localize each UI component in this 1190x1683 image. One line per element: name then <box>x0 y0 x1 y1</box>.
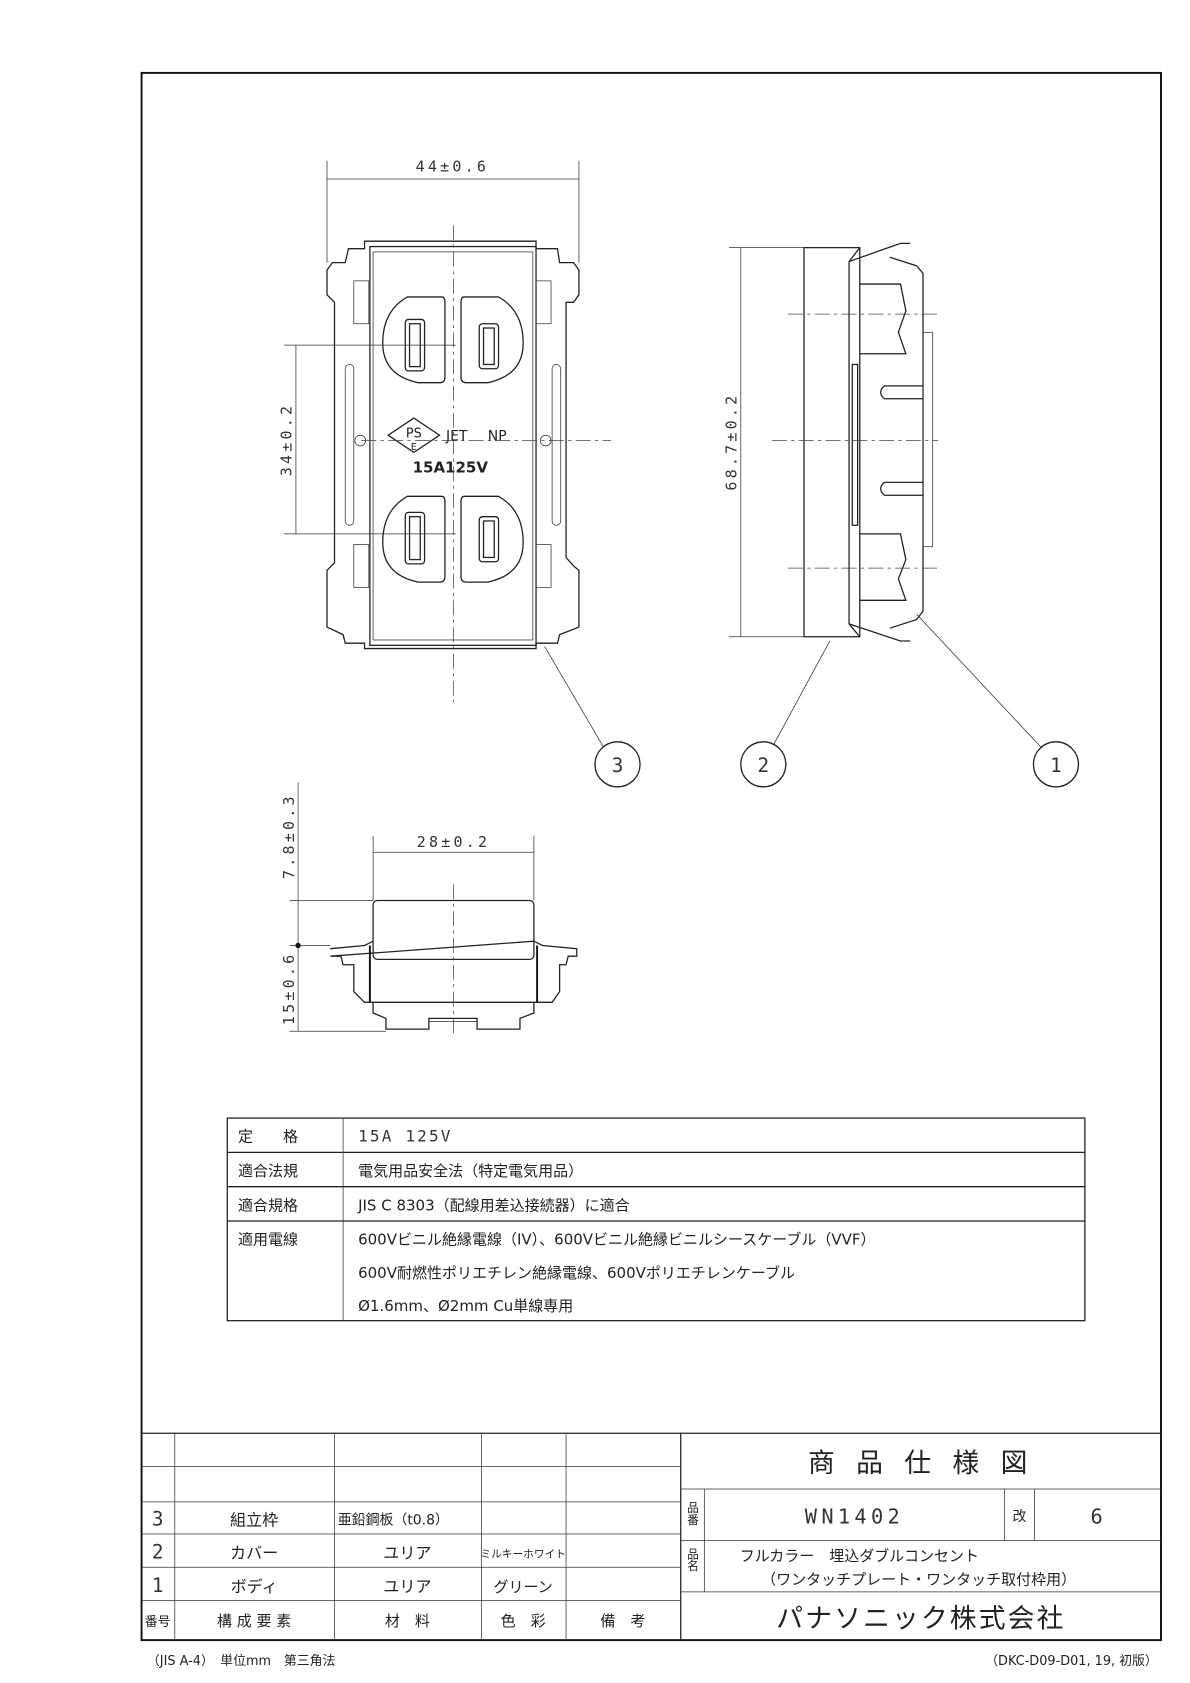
dim-width-bottom: 28±0.2 <box>417 833 490 851</box>
part-name: 組立枠 <box>230 1510 278 1529</box>
spec-value-rating: 15A 125V <box>358 1127 453 1146</box>
rating-mark: 15A125V <box>413 459 489 477</box>
company-name: パナソニック株式会社 <box>776 1603 1065 1634</box>
spec-value-standard: JIS C 8303（配線用差込接続器）に適合 <box>357 1196 630 1214</box>
jet-mark: JET <box>445 429 468 445</box>
part-no-label: 品番 <box>686 1502 700 1526</box>
parts-header-part: 構 成 要 素 <box>217 1612 291 1630</box>
pse-mark-icon <box>386 417 441 454</box>
part-color: グリーン <box>494 1578 553 1596</box>
footer-left: （JIS A-4） 単位mm 第三角法 <box>147 1653 336 1669</box>
spec-label-rating: 定 格 <box>238 1128 298 1146</box>
spec-value-wire-1: 600Vビニル絶縁電線（IV）、600Vビニル絶縁ビニルシースケーブル（VVF） <box>358 1231 875 1249</box>
spec-label-law: 適合法規 <box>238 1162 298 1180</box>
spec-value-wire-2: 600V耐燃性ポリエチレン絶縁電線、600Vポリエチレンケーブル <box>358 1264 795 1282</box>
drawing-frame <box>140 71 1162 1642</box>
part-material: ユリア <box>383 1577 431 1596</box>
part-no: 1 <box>152 1574 164 1597</box>
balloon-2: 2 <box>757 754 769 777</box>
part-name: カバー <box>230 1544 278 1563</box>
product-name-label: 品名 <box>686 1548 700 1572</box>
parts-header-no: 番号 <box>145 1615 171 1630</box>
dim-pitch: 34±0.2 <box>278 403 296 476</box>
footer-right: （DKC-D09-D01, 19, 初版） <box>985 1654 1158 1669</box>
pse-mark-text: PS <box>406 426 422 441</box>
front-view: PS E JET NP 15A125V 44±0.6 34±0.2 <box>278 158 612 703</box>
parts-row: 2 カバー ユリア ミルキーホワイト <box>152 1541 566 1564</box>
dim-depth: 15±0.6 <box>280 952 298 1025</box>
part-no: 3 <box>152 1507 164 1530</box>
dim-width-front: 44±0.6 <box>416 158 489 176</box>
spec-label-wire: 適用電線 <box>238 1231 298 1249</box>
spec-value-law: 電気用品安全法（特定電気用品） <box>358 1162 583 1180</box>
balloon-1: 1 <box>1050 754 1062 777</box>
part-no: 2 <box>152 1541 164 1564</box>
side-view: 68.7±0.2 <box>723 242 939 642</box>
dim-height-side: 68.7±0.2 <box>723 393 741 491</box>
np-mark: NP <box>488 429 507 445</box>
parts-row: 1 ボディ ユリア グリーン <box>152 1574 553 1597</box>
part-material: ユリア <box>383 1544 431 1563</box>
revision-label: 改 <box>1013 1509 1027 1525</box>
parts-header-color: 色 彩 <box>501 1612 546 1630</box>
bottom-view: 28±0.2 7.8±0.3 15±0.6 <box>280 782 578 1038</box>
balloon-3: 3 <box>612 754 624 777</box>
part-number: WN1402 <box>805 1504 904 1528</box>
parts-row: 3 組立枠 亜鉛鋼板（t0.8） <box>152 1507 449 1530</box>
dim-top-height: 7.8±0.3 <box>280 793 298 879</box>
drawing-title: 商 品 仕 様 図 <box>808 1448 1034 1479</box>
spec-label-standard: 適合規格 <box>238 1196 298 1214</box>
part-name: ボディ <box>231 1577 278 1596</box>
part-balloons: 3 2 1 <box>544 613 1080 788</box>
title-block: 3 組立枠 亜鉛鋼板（t0.8） 2 カバー ユリア ミルキーホワイト 1 ボデ… <box>141 1432 1162 1641</box>
parts-header-note: 備 考 <box>600 1612 645 1630</box>
part-color: ミルキーホワイト <box>480 1548 566 1561</box>
product-name-line2: （ワンタッチプレート・ワンタッチ取付枠用） <box>761 1570 1076 1588</box>
spec-value-wire-3: Ø1.6mm、Ø2mm Cu単線専用 <box>358 1297 573 1315</box>
spec-table: 定 格 15A 125V 適合法規 電気用品安全法（特定電気用品） 適合規格 J… <box>226 1117 1086 1322</box>
product-name-line1: フルカラー 埋込ダブルコンセント <box>740 1547 979 1565</box>
parts-header-material: 材 料 <box>385 1612 430 1630</box>
part-material: 亜鉛鋼板（t0.8） <box>338 1512 449 1528</box>
pse-mark-sub: E <box>411 442 417 453</box>
revision-number: 6 <box>1091 1504 1103 1528</box>
